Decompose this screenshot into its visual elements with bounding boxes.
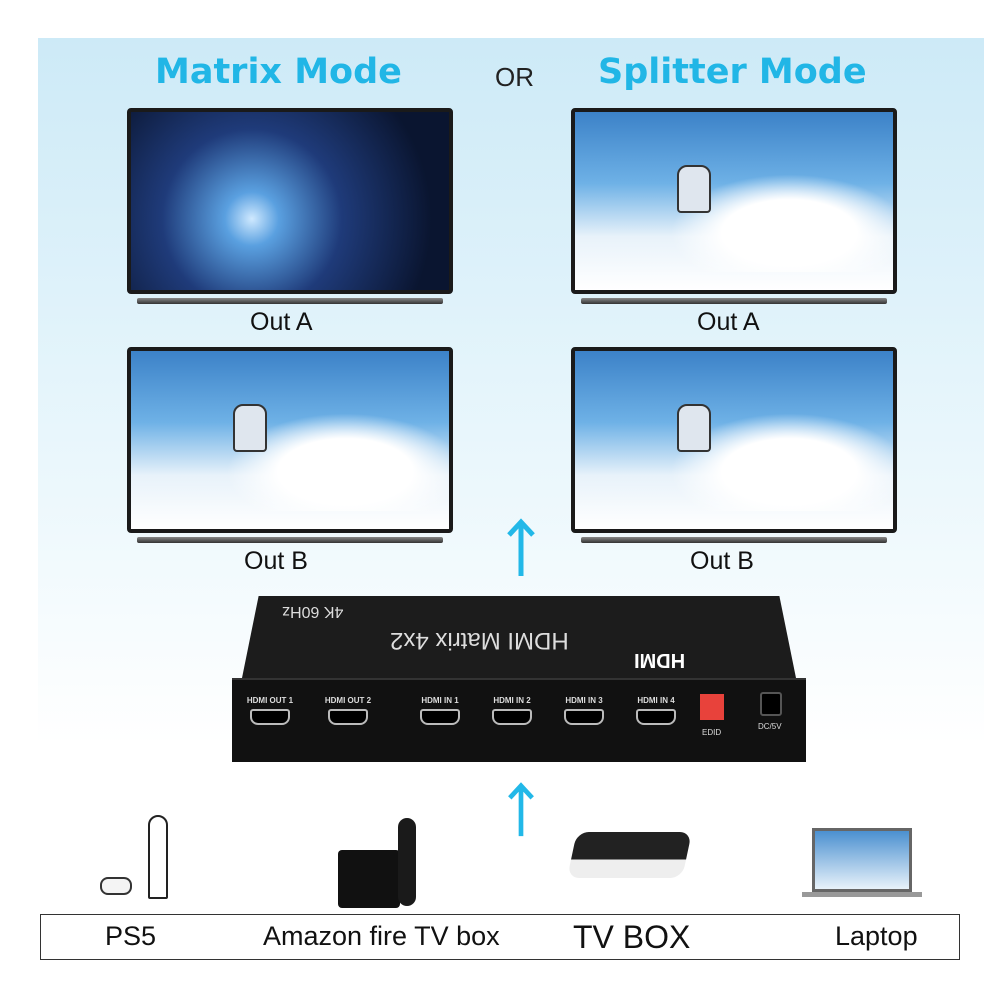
arrow-up-icon <box>507 518 535 576</box>
splitter-mode-title: Splitter Mode <box>598 52 867 92</box>
source-label-laptop: Laptop <box>835 921 918 951</box>
edid-label: EDID <box>702 728 722 737</box>
laptop-image <box>802 828 922 897</box>
power-label: DC/5V <box>758 722 782 731</box>
port-hdmi-in-1: HDMI IN 1 <box>412 696 468 725</box>
device-name: HDMI Matrix 4x2 <box>390 627 569 654</box>
port-hdmi-in-3: HDMI IN 3 <box>556 696 612 725</box>
hdmi-logo: HDMI <box>634 649 686 671</box>
port-hdmi-in-4: HDMI IN 4 <box>628 696 684 725</box>
tv-matrix-out-b <box>127 347 453 543</box>
tv-box-image <box>567 832 692 878</box>
hdmi-matrix-device: 4K 60Hz HDMI Matrix 4x2 HDMI HDMI OUT 1 … <box>232 596 806 764</box>
source-label-ps5: PS5 <box>105 921 157 951</box>
label-matrix-out-a: Out A <box>250 308 313 336</box>
source-label-tv-box: TV BOX <box>573 919 691 955</box>
source-label-amazon-fire-tv: Amazon fire TV box <box>263 921 500 951</box>
device-spec: 4K 60Hz <box>282 603 344 620</box>
arrow-up-icon <box>508 782 534 837</box>
tv-splitter-out-a <box>571 108 897 304</box>
tv-splitter-out-b <box>571 347 897 543</box>
tv-matrix-out-a <box>127 108 453 304</box>
label-splitter-out-a: Out A <box>697 308 760 336</box>
label-matrix-out-b: Out B <box>244 547 308 575</box>
amazon-fire-tv-box-image <box>338 850 400 908</box>
port-hdmi-in-2: HDMI IN 2 <box>484 696 540 725</box>
port-hdmi-out-2: HDMI OUT 2 <box>320 696 376 725</box>
edid-dip-switch <box>700 694 724 720</box>
source-labels-box: PS5 Amazon fire TV box TV BOX Laptop <box>40 914 960 960</box>
port-hdmi-out-1: HDMI OUT 1 <box>242 696 298 725</box>
or-label: OR <box>495 62 534 92</box>
dc-power-jack <box>760 692 782 716</box>
matrix-mode-title: Matrix Mode <box>155 52 402 92</box>
remote-control-image <box>398 818 416 906</box>
label-splitter-out-b: Out B <box>690 547 754 575</box>
